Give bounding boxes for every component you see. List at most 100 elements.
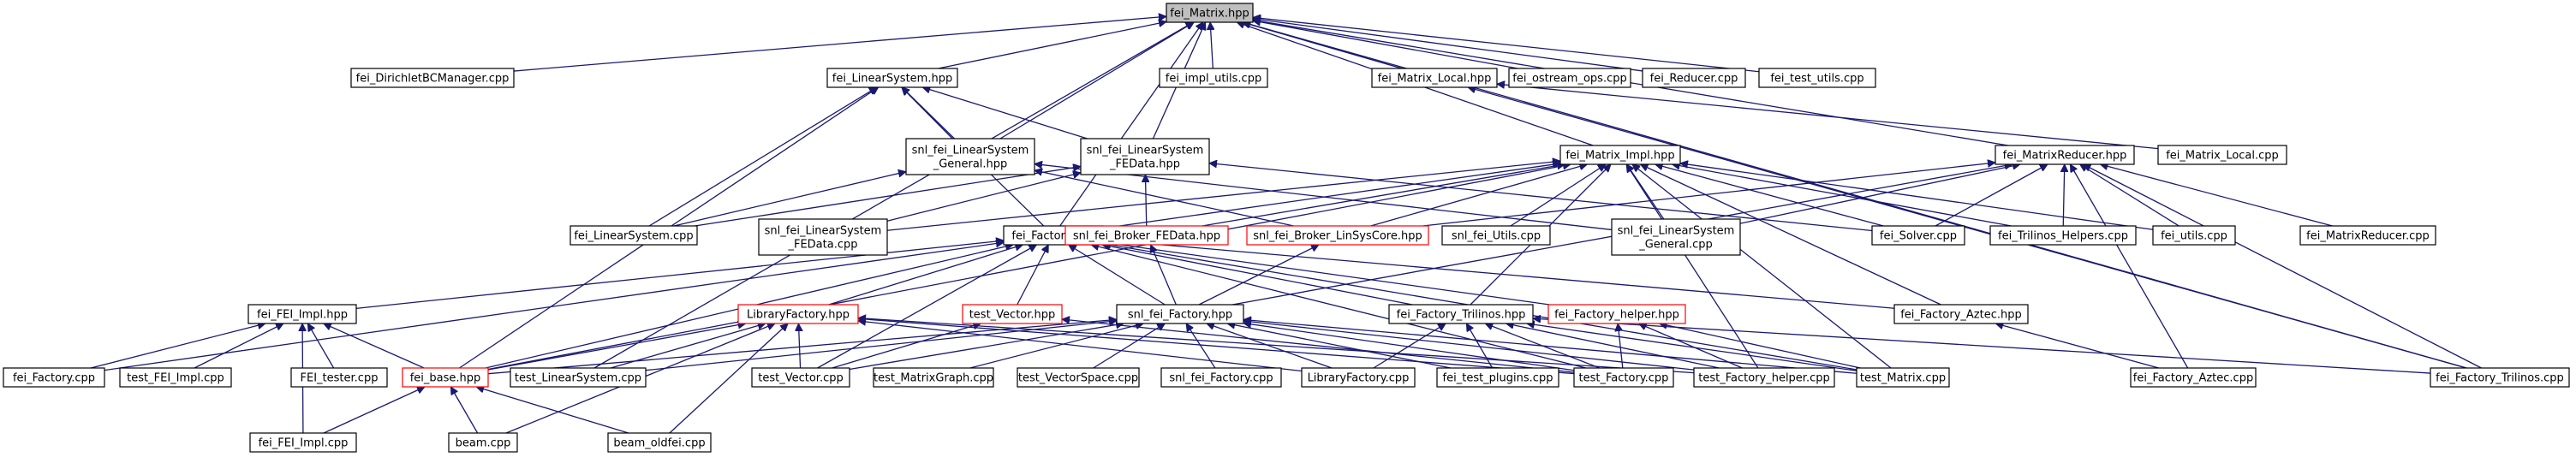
node-box[interactable]: [2157, 145, 2287, 165]
node-box[interactable]: [1301, 367, 1416, 388]
node-box[interactable]: [1371, 68, 1498, 88]
node-fei-matrix-local-cpp[interactable]: fei_Matrix_Local.cpp: [2157, 145, 2287, 165]
node-test-linearsystem-cpp[interactable]: test_LinearSystem.cpp: [510, 367, 647, 388]
node-box[interactable]: [826, 68, 958, 88]
node-box[interactable]: [1995, 145, 2135, 165]
node-test-vector-hpp[interactable]: test_Vector.hpp: [962, 304, 1063, 324]
edge-fei-linearsystem-hpp-to-fei-matrix-hpp: [938, 21, 1166, 69]
node-box[interactable]: [905, 138, 1035, 175]
node-fei-factory-helper-hpp[interactable]: fei_Factory_helper.hpp: [1547, 304, 1686, 324]
node-fei-solver-cpp[interactable]: fei_Solver.cpp: [1871, 225, 1965, 246]
node-box[interactable]: [448, 432, 518, 453]
node-box[interactable]: [3, 367, 105, 388]
node-box[interactable]: [350, 68, 515, 88]
node-box[interactable]: [1080, 138, 1210, 175]
node-box[interactable]: [1693, 367, 1835, 388]
node-box[interactable]: [2299, 225, 2436, 246]
node-box[interactable]: [2152, 225, 2236, 246]
node-fei-factory-aztec-cpp[interactable]: fei_Factory_Aztec.cpp: [2130, 367, 2257, 388]
node-snl-fei-broker-linsyscore-hpp[interactable]: snl_fei_Broker_LinSysCore.hpp: [1246, 225, 1429, 246]
node-test-factory-helper-cpp[interactable]: test_Factory_helper.cpp: [1693, 367, 1835, 388]
node-test-factory-cpp[interactable]: test_Factory.cpp: [1573, 367, 1674, 388]
node-libraryfactory-hpp[interactable]: LibraryFactory.hpp: [737, 304, 859, 324]
node-box[interactable]: [1116, 304, 1244, 324]
node-box[interactable]: [1441, 225, 1551, 246]
node-snl-fei-linearsystem-general-cpp[interactable]: snl_fei_LinearSystem_General.cpp: [1611, 218, 1741, 256]
node-box[interactable]: [1611, 218, 1741, 256]
node-beam-cpp[interactable]: beam.cpp: [448, 432, 518, 453]
node-fei-base-hpp[interactable]: fei_base.hpp: [402, 367, 489, 388]
node-fei-impl-utils-cpp[interactable]: fei_impl_utils.cpp: [1159, 68, 1268, 88]
node-box[interactable]: [1017, 367, 1140, 388]
node-box[interactable]: [2130, 367, 2257, 388]
node-fei-dirichletbcmanager-cpp[interactable]: fei_DirichletBCManager.cpp: [350, 68, 515, 88]
node-box[interactable]: [1573, 367, 1674, 388]
node-box[interactable]: [249, 432, 357, 453]
node-box[interactable]: [2430, 367, 2570, 388]
node-test-matrix-cpp[interactable]: test_Matrix.cpp: [1856, 367, 1950, 388]
node-box[interactable]: [1166, 3, 1254, 23]
node-snl-fei-linearsystem-fedata-hpp[interactable]: snl_fei_LinearSystem_FEData.hpp: [1080, 138, 1210, 175]
node-box[interactable]: [1547, 304, 1686, 324]
node-box[interactable]: [1893, 304, 2029, 324]
node-fei-test-utils-cpp[interactable]: fei_test_utils.cpp: [1758, 68, 1876, 88]
node-box[interactable]: [1642, 68, 1746, 88]
node-box[interactable]: [290, 367, 388, 388]
node-fei-matrix-local-hpp[interactable]: fei_Matrix_Local.hpp: [1371, 68, 1498, 88]
node-fei-matrix-hpp[interactable]: fei_Matrix.hpp: [1166, 3, 1254, 23]
node-box[interactable]: [569, 225, 698, 246]
node-box[interactable]: [247, 304, 357, 324]
node-test-vector-cpp[interactable]: test_Vector.cpp: [751, 367, 850, 388]
node-test-fei-impl-cpp[interactable]: test_FEI_Impl.cpp: [119, 367, 232, 388]
node-libraryfactory-cpp[interactable]: LibraryFactory.cpp: [1301, 367, 1416, 388]
node-fei-matrix-impl-hpp[interactable]: fei_Matrix_Impl.hpp: [1559, 145, 1681, 165]
node-box[interactable]: [607, 432, 712, 453]
node-box[interactable]: [1064, 225, 1229, 246]
node-fei-linearsystem-cpp[interactable]: fei_LinearSystem.cpp: [569, 225, 698, 246]
node-box[interactable]: [1508, 68, 1631, 88]
node-fei-test-plugins-cpp[interactable]: fei_test_plugins.cpp: [1436, 367, 1559, 388]
node-snl-fei-linearsystem-general-hpp[interactable]: snl_fei_LinearSystem_General.hpp: [905, 138, 1035, 175]
node-box[interactable]: [1871, 225, 1965, 246]
node-fei-linearsystem-hpp[interactable]: fei_LinearSystem.hpp: [826, 68, 958, 88]
node-snl-fei-broker-fedata-hpp[interactable]: snl_fei_Broker_FEData.hpp: [1064, 225, 1229, 246]
node-fei-factory-cpp[interactable]: fei_Factory.cpp: [3, 367, 105, 388]
node-fei-ostream-ops-cpp[interactable]: fei_ostream_ops.cpp: [1508, 68, 1631, 88]
node-box[interactable]: [1159, 68, 1268, 88]
node-fei-fei-impl-cpp[interactable]: fei_FEI_Impl.cpp: [249, 432, 357, 453]
node-fei-matrixreducer-hpp[interactable]: fei_MatrixReducer.hpp: [1995, 145, 2135, 165]
node-beam-oldfei-cpp[interactable]: beam_oldfei.cpp: [607, 432, 712, 453]
node-snl-fei-utils-cpp[interactable]: snl_fei_Utils.cpp: [1441, 225, 1551, 246]
node-box[interactable]: [1388, 304, 1534, 324]
node-box[interactable]: [119, 367, 232, 388]
node-box[interactable]: [1758, 68, 1876, 88]
node-fei-fei-impl-hpp[interactable]: fei_FEI_Impl.hpp: [247, 304, 357, 324]
node-fei-factory-aztec-hpp[interactable]: fei_Factory_Aztec.hpp: [1893, 304, 2029, 324]
node-box[interactable]: [751, 367, 850, 388]
node-box[interactable]: [962, 304, 1063, 324]
node-snl-fei-linearsystem-fedata-cpp[interactable]: snl_fei_LinearSystem_FEData.cpp: [758, 218, 888, 256]
node-box[interactable]: [1989, 225, 2137, 246]
node-fei-matrixreducer-cpp[interactable]: fei_MatrixReducer.cpp: [2299, 225, 2436, 246]
node-label: fei_Factory_helper.hpp: [1554, 309, 1679, 322]
node-box[interactable]: [1246, 225, 1429, 246]
node-fei-reducer-cpp[interactable]: fei_Reducer.cpp: [1642, 68, 1746, 88]
node-box[interactable]: [510, 367, 647, 388]
node-test-vectorspace-cpp[interactable]: test_VectorSpace.cpp: [1017, 367, 1140, 388]
node-fei-factory-trilinos-cpp[interactable]: fei_Factory_Trilinos.cpp: [2430, 367, 2570, 388]
node-box[interactable]: [873, 367, 994, 388]
node-fei-factory-trilinos-hpp[interactable]: fei_Factory_Trilinos.hpp: [1388, 304, 1534, 324]
node-box[interactable]: [1160, 367, 1282, 388]
node-fei-utils-cpp[interactable]: fei_utils.cpp: [2152, 225, 2236, 246]
node-box[interactable]: [1559, 145, 1681, 165]
node-box[interactable]: [402, 367, 489, 388]
node-box[interactable]: [737, 304, 859, 324]
node-snl-fei-factory-cpp[interactable]: snl_fei_Factory.cpp: [1160, 367, 1282, 388]
node-box[interactable]: [1436, 367, 1559, 388]
node-box[interactable]: [1856, 367, 1950, 388]
node-fei-tester-cpp[interactable]: FEI_tester.cpp: [290, 367, 388, 388]
node-snl-fei-factory-hpp[interactable]: snl_fei_Factory.hpp: [1116, 304, 1244, 324]
node-box[interactable]: [758, 218, 888, 256]
node-fei-trilinos-helpers-cpp[interactable]: fei_Trilinos_Helpers.cpp: [1989, 225, 2137, 246]
node-test-matrixgraph-cpp[interactable]: test_MatrixGraph.cpp: [873, 367, 994, 388]
